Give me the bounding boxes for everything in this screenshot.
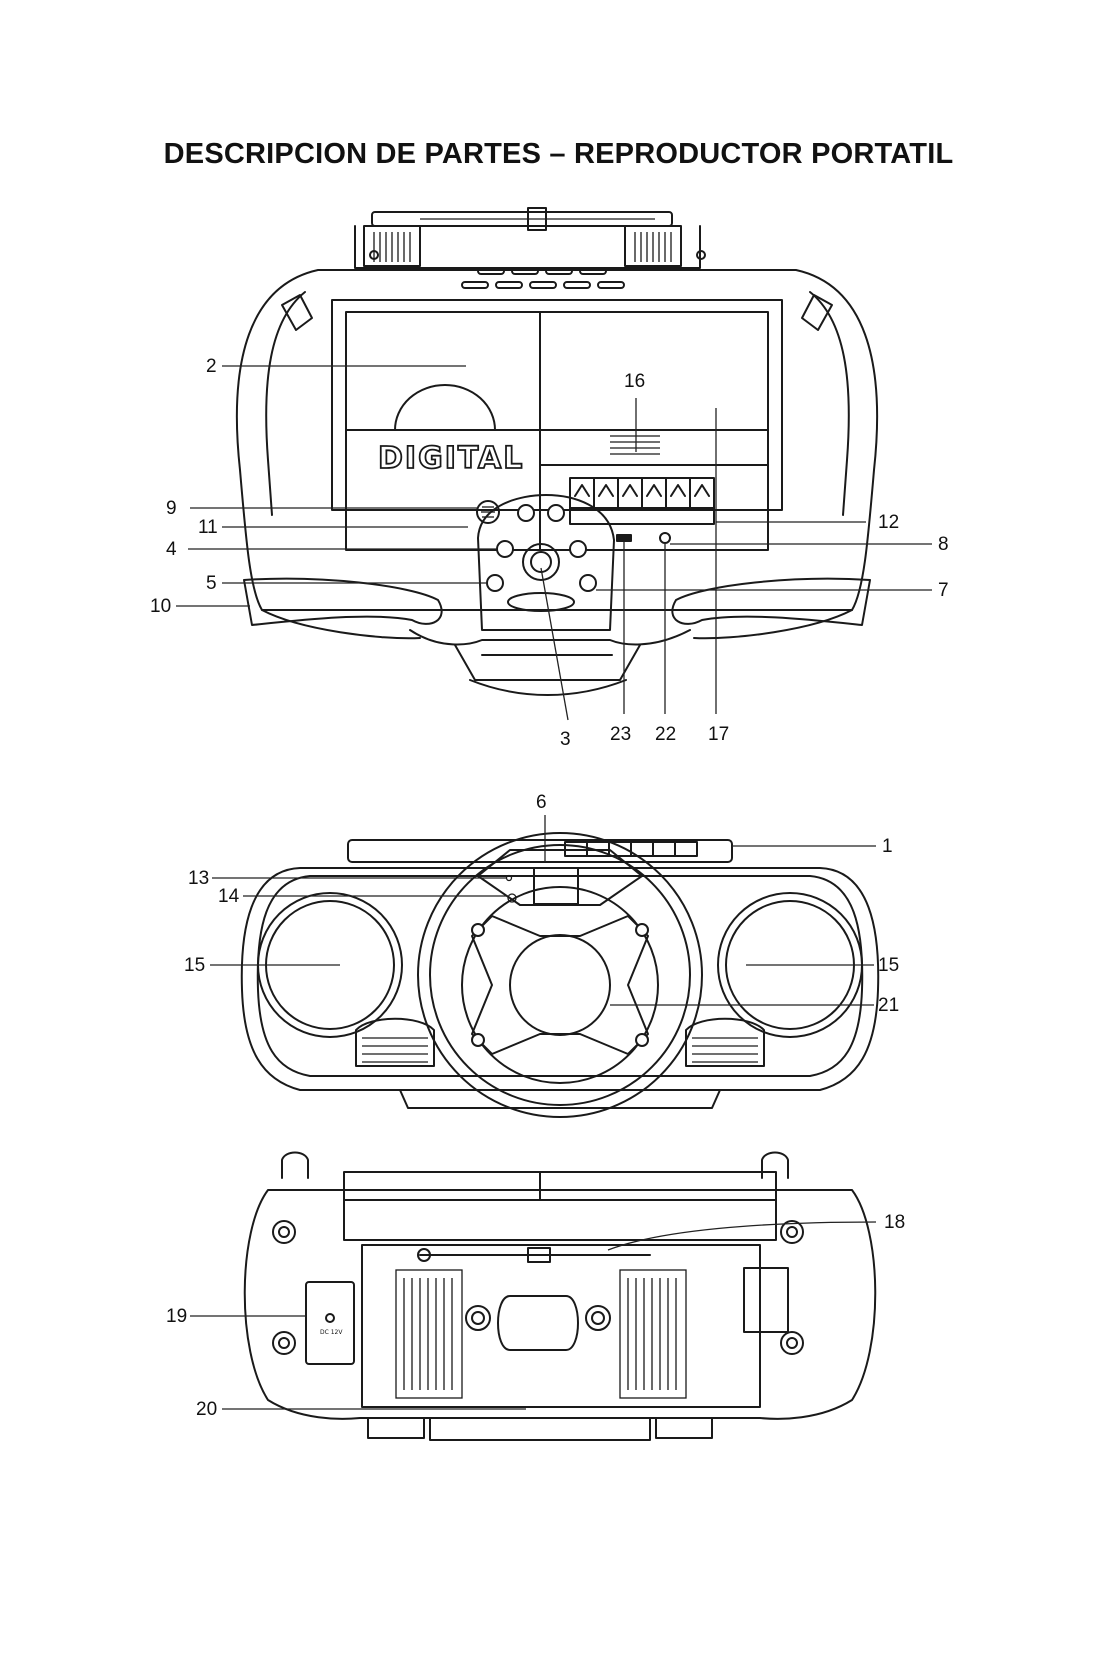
- callout-2: 2: [206, 356, 217, 377]
- dc-jack-label: DC 12V: [320, 1329, 343, 1336]
- callout-9: 9: [166, 498, 177, 519]
- callout-4: 4: [166, 539, 177, 560]
- callout-15-right: 15: [878, 955, 899, 976]
- callout-13: 13: [188, 868, 209, 889]
- callout-23: 23: [610, 724, 631, 745]
- front-view-illustration: [242, 833, 878, 1117]
- back-vent-grilles: [396, 1270, 686, 1398]
- callout-1: 1: [882, 836, 893, 857]
- callout-6: 6: [536, 792, 547, 813]
- callout-19: 19: [166, 1306, 187, 1327]
- back-view-illustration: DC 12V: [245, 1153, 876, 1441]
- callout-18: 18: [884, 1212, 905, 1233]
- callout-11: 11: [198, 517, 218, 538]
- callout-21: 21: [878, 995, 899, 1016]
- cassette-keys: [570, 478, 714, 524]
- callout-8: 8: [938, 534, 949, 555]
- callout-12: 12: [878, 512, 899, 533]
- digital-logo: DIGITAL: [378, 441, 524, 476]
- callout-15-left: 15: [184, 955, 205, 976]
- top-view-callouts: 2 16 9 11 12 4 8 5 7 10 3 23 22: [150, 356, 949, 750]
- callout-20: 20: [196, 1399, 217, 1420]
- callout-22: 22: [655, 724, 676, 745]
- callout-16: 16: [624, 371, 645, 392]
- top-view-illustration: DIGITAL: [237, 208, 877, 695]
- callout-3: 3: [560, 729, 571, 750]
- callout-14: 14: [218, 886, 240, 907]
- callout-5: 5: [206, 573, 217, 594]
- callout-7: 7: [938, 580, 949, 601]
- callout-10: 10: [150, 596, 171, 617]
- callout-17: 17: [708, 724, 729, 745]
